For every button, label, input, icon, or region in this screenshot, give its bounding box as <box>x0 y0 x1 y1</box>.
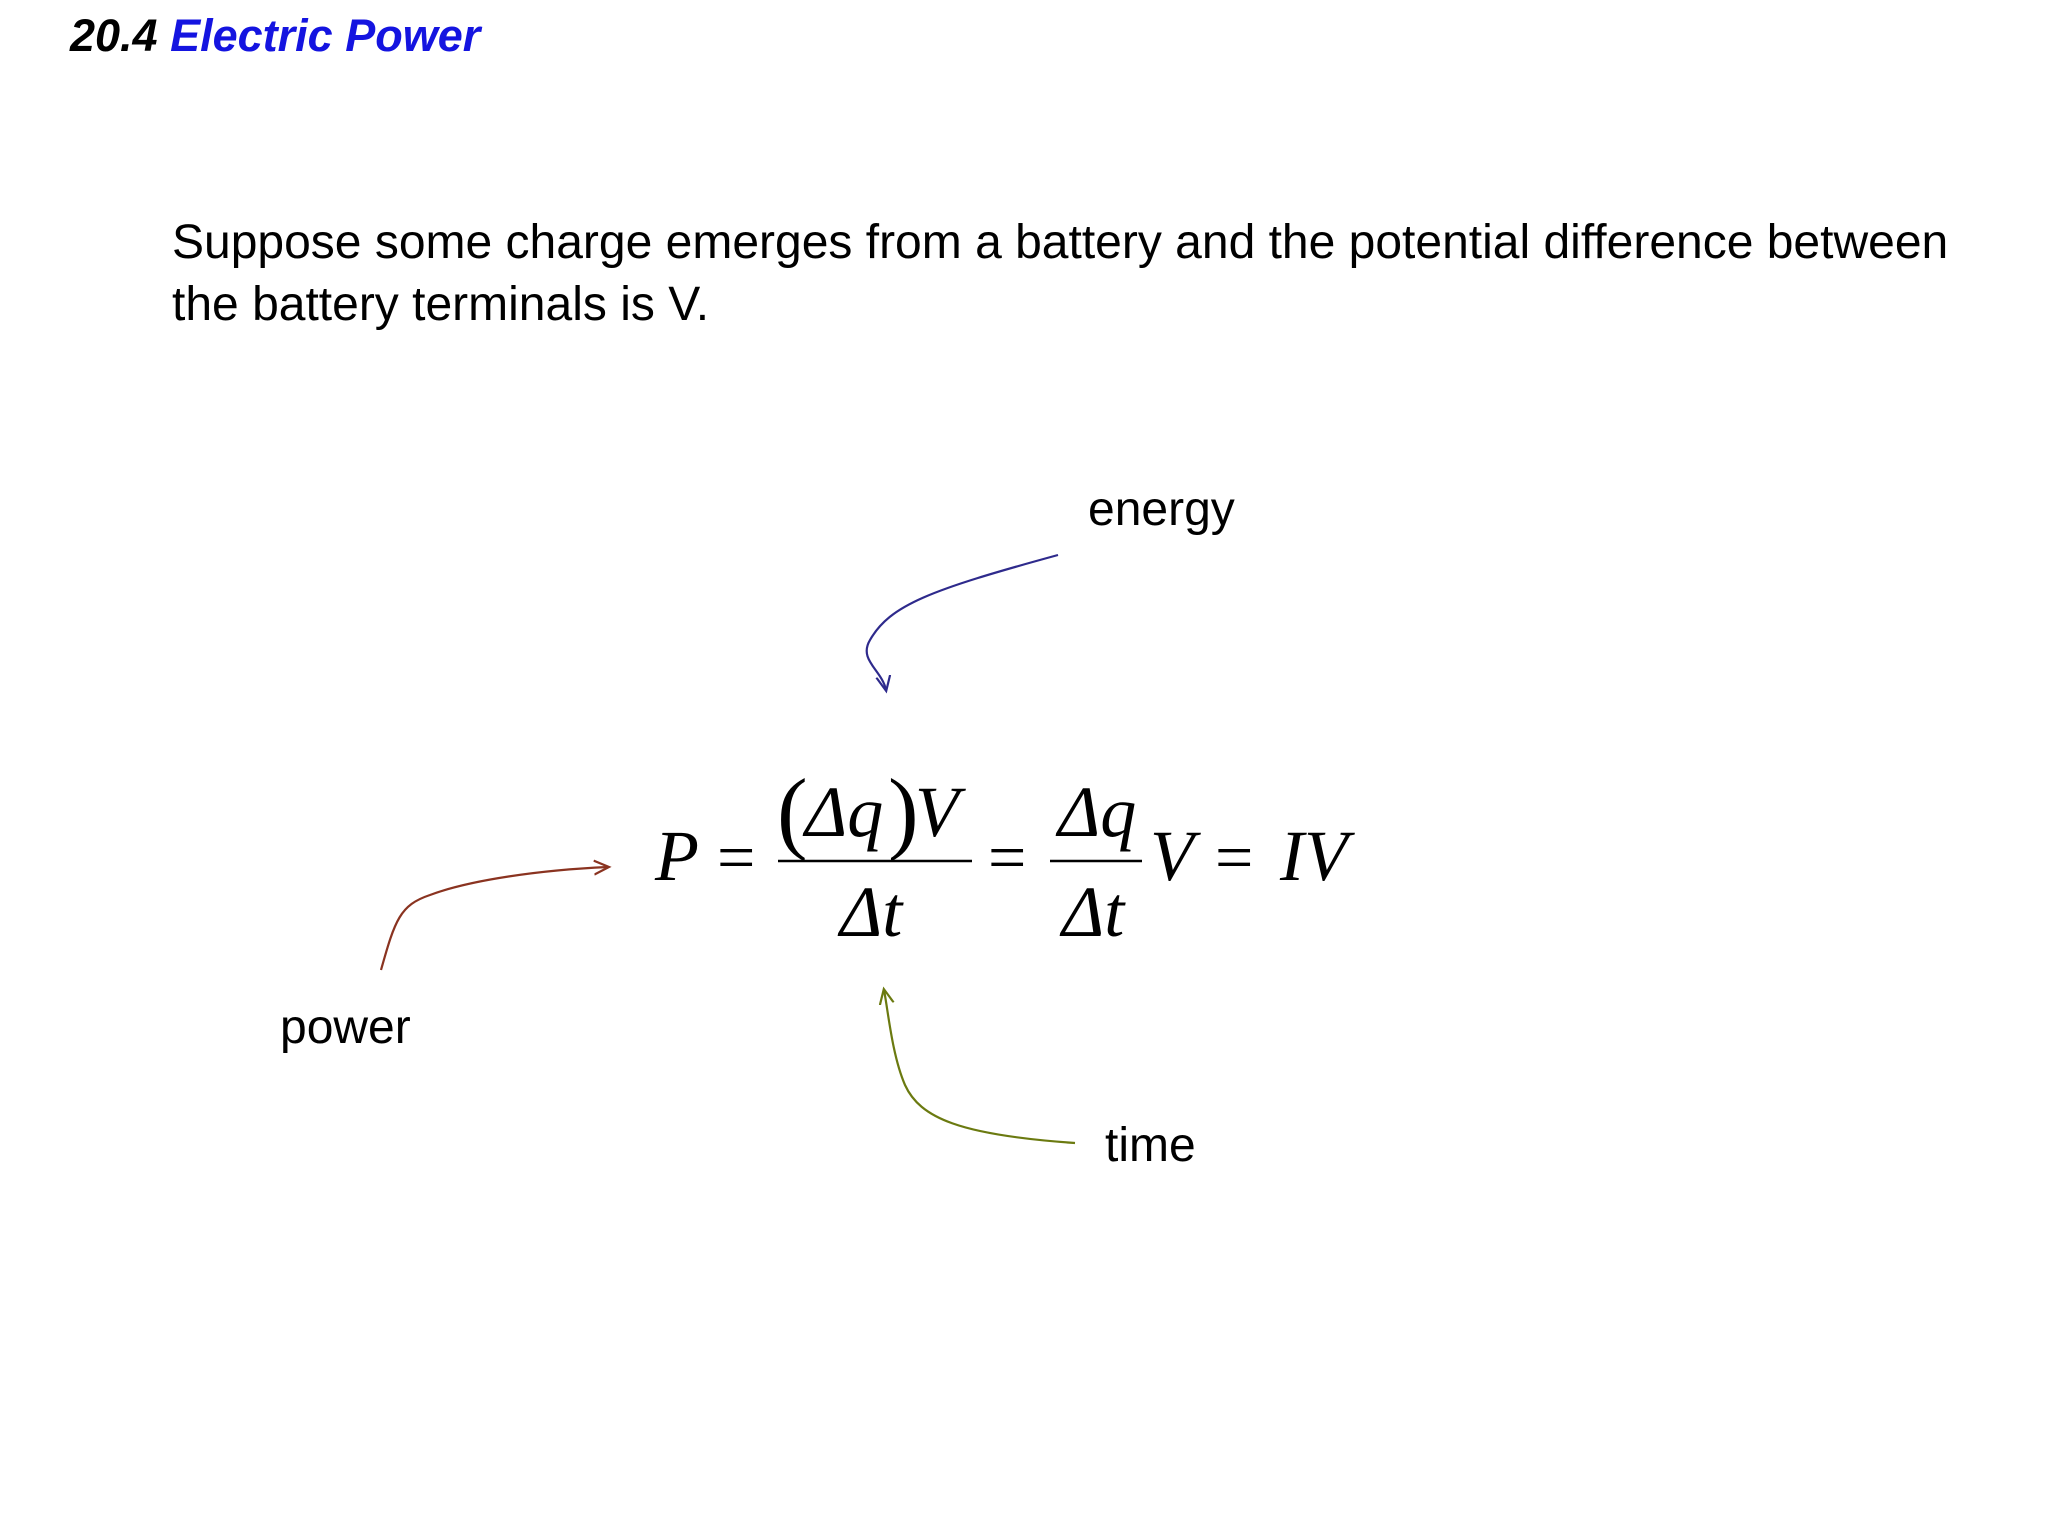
eq-frac1-den: Δt <box>837 872 904 952</box>
eq-rhs-iv: IV <box>1279 816 1355 896</box>
power-label: power <box>280 1001 411 1054</box>
power-arrow <box>379 867 608 971</box>
time-label: time <box>1105 1119 1196 1172</box>
eq-lhs-p: P <box>654 816 699 896</box>
slide-title: 20.4 Electric Power <box>70 10 480 62</box>
eq-equals-3: = <box>1215 819 1253 895</box>
time-arrow <box>884 990 1076 1145</box>
eq-after-frac2-v: V <box>1150 816 1201 896</box>
eq-frac2-den: Δt <box>1059 872 1126 952</box>
eq-equals-1: = <box>717 819 755 895</box>
eq-frac1-num-v: V <box>915 772 966 852</box>
eq-equals-2: = <box>988 819 1026 895</box>
intro-text: Suppose some charge emerges from a batte… <box>172 216 1949 331</box>
eq-frac1-num-delta-q: Δq <box>802 772 883 852</box>
energy-label: energy <box>1088 483 1235 536</box>
eq-frac2-num: Δq <box>1055 772 1136 852</box>
section-number: 20.4 <box>70 10 158 61</box>
eq-close-paren: ) <box>888 760 919 862</box>
section-title: Electric Power <box>170 10 481 61</box>
eq-open-paren: ( <box>777 760 808 862</box>
power-equation: P = ( Δq ) V Δt = Δq Δt V = IV <box>654 760 1355 952</box>
energy-arrow <box>865 553 1059 690</box>
